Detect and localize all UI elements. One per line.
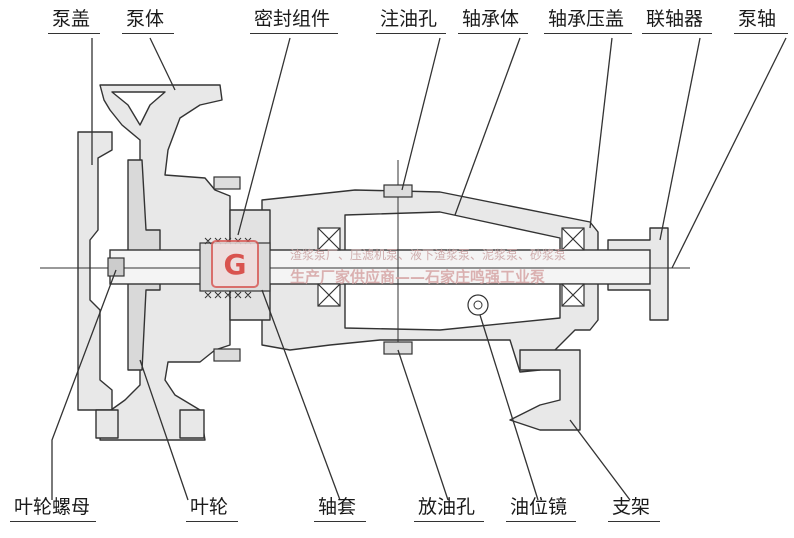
underline-pump-cover: [48, 33, 100, 34]
label-pump-shaft: 泵轴: [738, 8, 777, 30]
underline-shaft-sleeve: [314, 521, 366, 522]
pump-outlet-shape: [111, 91, 166, 126]
label-impeller: 叶轮: [190, 496, 229, 518]
leader-oil-sight-glass: [479, 314, 539, 501]
leader-support-frame: [569, 419, 631, 501]
underline-oil-sight-glass: [506, 521, 576, 522]
packing-rings-bottom: [204, 291, 252, 299]
oil-sight-glass-inner: [473, 300, 483, 310]
label-oil-sight-glass: 油位镜: [510, 496, 568, 518]
bearing-rear-bottom: [561, 283, 585, 307]
label-coupling: 联轴器: [646, 8, 704, 30]
label-pump-cover: 泵盖: [52, 8, 91, 30]
label-oil-drain-hole: 放油孔: [418, 496, 476, 518]
leader-impeller: [139, 359, 189, 501]
leader-pump-body: [149, 37, 176, 91]
oil-sight-glass-shape: [467, 294, 489, 316]
underline-pump-body: [122, 33, 174, 34]
leader-impeller-nut: [51, 269, 117, 500]
leader-oil-fill-hole: [401, 37, 441, 191]
label-pump-body: 泵体: [126, 8, 165, 30]
label-support-frame: 支架: [612, 496, 651, 518]
label-bearing-body: 轴承体: [462, 8, 520, 30]
underline-support-frame: [608, 521, 660, 522]
label-impeller-nut: 叶轮螺母: [14, 496, 91, 518]
watermark-line-1: 渣浆泵厂、压滤机泵、液下渣浆泵、泥浆泵、砂浆泵: [290, 248, 567, 262]
underline-oil-drain-hole: [414, 521, 484, 522]
bolt-top: [213, 176, 241, 190]
leader-pump-shaft: [671, 37, 787, 269]
bearing-front-top: [317, 227, 341, 251]
underline-seal-assembly: [250, 33, 338, 34]
underline-bearing-body: [458, 33, 528, 34]
oil-drain-plug: [383, 341, 413, 355]
watermark-logo: G: [211, 240, 259, 288]
leader-bearing-body: [454, 37, 521, 216]
bolt-bottom: [213, 348, 241, 362]
bottom-flange-right: [179, 409, 205, 439]
bottom-flange-left: [95, 409, 119, 439]
watermark-line-2: 生产厂家供应商——石家庄鸣强工业泵: [290, 268, 546, 286]
bearing-front-bottom: [317, 283, 341, 307]
impeller-nut-shape: [107, 257, 125, 277]
underline-impeller-nut: [10, 521, 96, 522]
underline-oil-fill-hole: [376, 33, 446, 34]
label-seal-assembly: 密封组件: [254, 8, 331, 30]
underline-coupling: [642, 33, 712, 34]
leader-seal-assembly: [237, 37, 291, 236]
label-bearing-cover: 轴承压盖: [548, 8, 625, 30]
underline-impeller: [186, 521, 238, 522]
bearing-rear-top: [561, 227, 585, 251]
pump-cover-shape: [77, 131, 113, 411]
support-frame-shape: [509, 349, 581, 431]
leader-shaft-sleeve: [261, 289, 341, 501]
underline-pump-shaft: [734, 33, 788, 34]
leader-oil-drain-hole: [397, 349, 449, 501]
label-oil-fill-hole: 注油孔: [380, 8, 438, 30]
underline-bearing-cover: [544, 33, 632, 34]
leader-bearing-cover: [589, 37, 613, 229]
leader-coupling: [659, 37, 701, 241]
label-shaft-sleeve: 轴套: [318, 496, 357, 518]
oil-fill-plug: [383, 184, 413, 198]
watermark-logo-glyph: G: [224, 248, 247, 281]
